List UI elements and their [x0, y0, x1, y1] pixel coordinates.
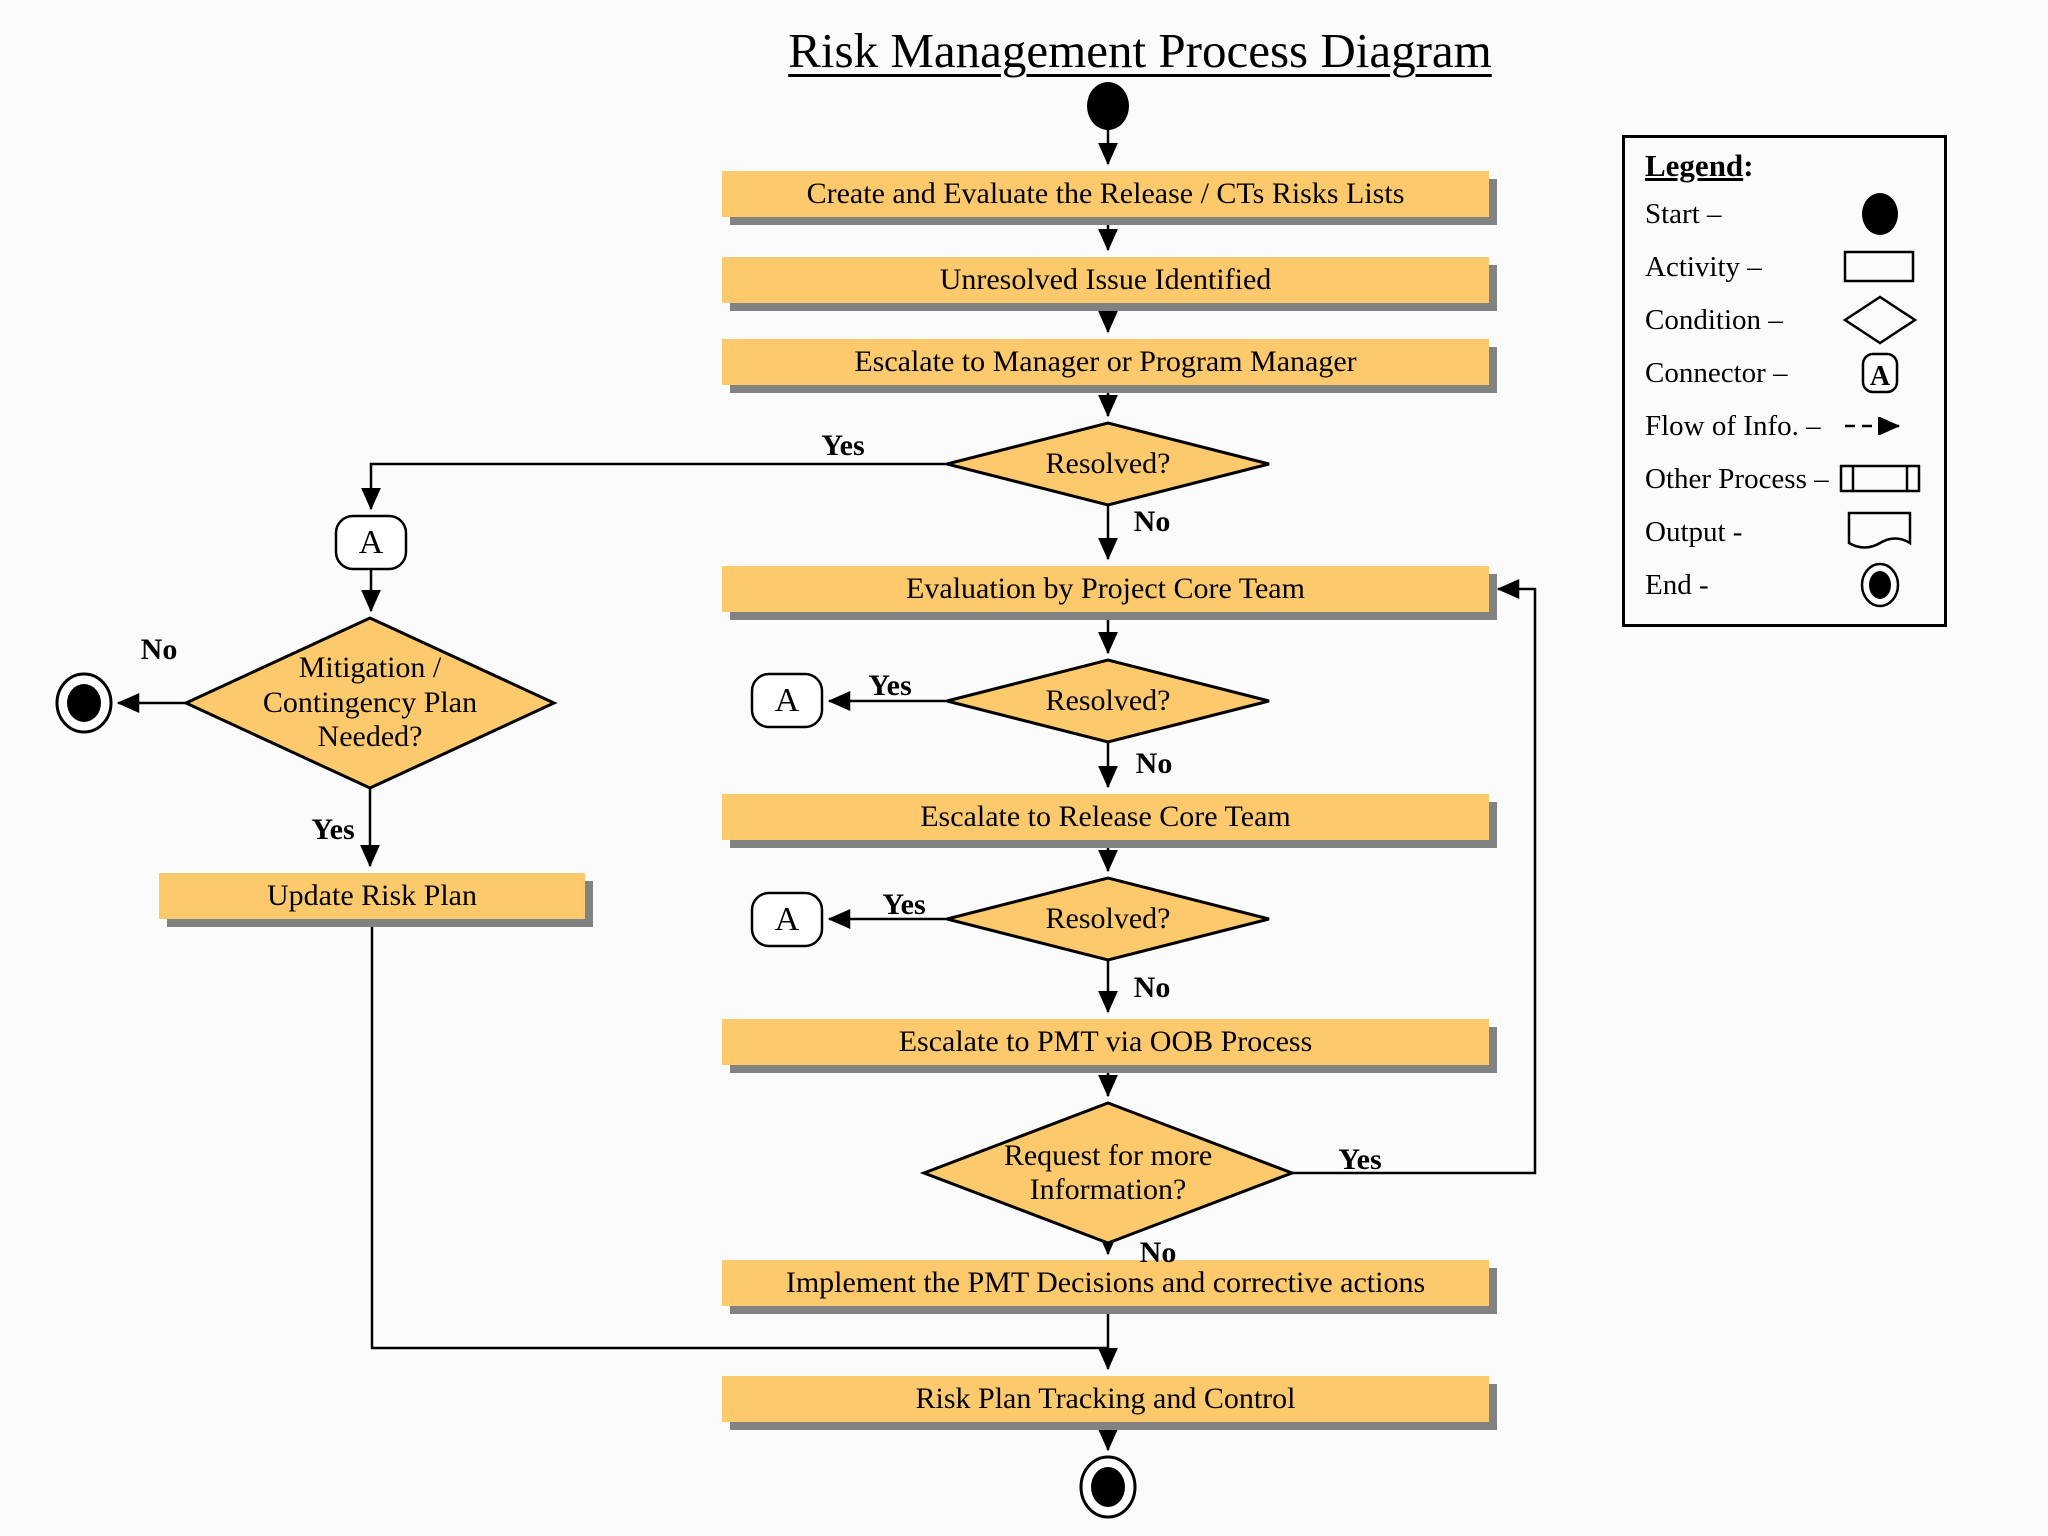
edge-label-request-no: No — [1139, 1236, 1177, 1269]
edge-label-resolved1-no: No — [1133, 505, 1171, 538]
connector-a-mid2 — [750, 891, 824, 948]
connector-symbol-icon: A — [1832, 352, 1928, 394]
legend-item-other-process: Other Process – — [1645, 456, 1928, 502]
connector-a-left — [334, 514, 408, 571]
page-title: Risk Management Process Diagram — [788, 23, 1492, 78]
edge-label-resolved2-no: No — [1135, 747, 1173, 780]
legend-item-start: Start – — [1645, 191, 1928, 237]
svg-text:A: A — [1870, 361, 1891, 392]
activity-unresolved-issue: Unresolved Issue Identified — [722, 257, 1489, 303]
activity-escalate-manager: Escalate to Manager or Program Manager — [722, 339, 1489, 385]
legend-item-connector: Connector – A — [1645, 350, 1928, 396]
end-node-bottom — [1079, 1455, 1137, 1519]
flow-of-info-symbol-icon — [1832, 417, 1928, 435]
legend-item-flow-of-info: Flow of Info. – — [1645, 403, 1928, 449]
decision-resolved-2 — [946, 658, 1270, 744]
decision-request-info — [919, 1101, 1297, 1245]
condition-symbol-icon — [1832, 294, 1928, 346]
decision-mitigation-plan-label: Mitigation / Contingency Plan Needed? — [262, 651, 478, 754]
decision-mitigation-plan — [182, 616, 558, 790]
start-node — [1087, 82, 1129, 130]
edge-label-resolved3-no: No — [1133, 971, 1171, 1004]
output-symbol-icon — [1832, 510, 1928, 554]
decision-resolved-1 — [946, 421, 1270, 507]
edge-label-resolved1-yes: Yes — [821, 429, 865, 462]
connector-a-mid1 — [750, 672, 824, 729]
activity-risk-tracking: Risk Plan Tracking and Control — [722, 1376, 1489, 1422]
decision-resolved-2-label: Resolved? — [1045, 683, 1171, 717]
edge-resolved1-yes — [361, 462, 947, 511]
end-node-left — [55, 672, 113, 734]
legend-item-condition: Condition – — [1645, 294, 1928, 346]
activity-symbol-icon — [1832, 250, 1928, 284]
end-symbol-icon — [1832, 561, 1928, 609]
start-symbol-icon — [1832, 191, 1928, 237]
connector-a-left-label: A — [358, 523, 384, 561]
legend-item-end: End - — [1645, 562, 1928, 608]
legend-title: Legend: — [1645, 148, 1754, 183]
edge-label-request-yes: Yes — [1338, 1143, 1382, 1176]
legend-item-activity: Activity – — [1645, 244, 1928, 290]
activity-escalate-pmt: Escalate to PMT via OOB Process — [722, 1019, 1489, 1065]
legend: Legend: Start – Activity – Condition – C… — [1622, 135, 1947, 627]
edge-request-yes-feedback — [1292, 579, 1537, 1175]
activity-update-risk-plan: Update Risk Plan — [159, 873, 585, 919]
edge-update-to-junction — [370, 919, 1108, 1350]
decision-resolved-3-label: Resolved? — [1045, 901, 1171, 935]
decision-resolved-3 — [946, 876, 1270, 962]
other-process-symbol-icon — [1832, 464, 1928, 494]
legend-item-output: Output - — [1645, 509, 1928, 555]
activity-evaluation-core-team: Evaluation by Project Core Team — [722, 566, 1489, 612]
edge-label-mitigation-no: No — [140, 633, 178, 666]
activity-create-evaluate: Create and Evaluate the Release / CTs Ri… — [722, 171, 1489, 217]
connector-a-mid2-label: A — [774, 900, 800, 938]
connector-a-mid1-label: A — [774, 681, 800, 719]
activity-escalate-release: Escalate to Release Core Team — [722, 794, 1489, 840]
activity-implement-decisions: Implement the PMT Decisions and correcti… — [722, 1260, 1489, 1306]
edge-label-resolved2-yes: Yes — [868, 669, 912, 702]
edge-label-mitigation-yes: Yes — [311, 813, 355, 846]
edge-label-resolved3-yes: Yes — [882, 888, 926, 921]
decision-resolved-1-label: Resolved? — [1045, 446, 1171, 480]
decision-request-info-label: Request for more Information? — [1003, 1138, 1213, 1207]
